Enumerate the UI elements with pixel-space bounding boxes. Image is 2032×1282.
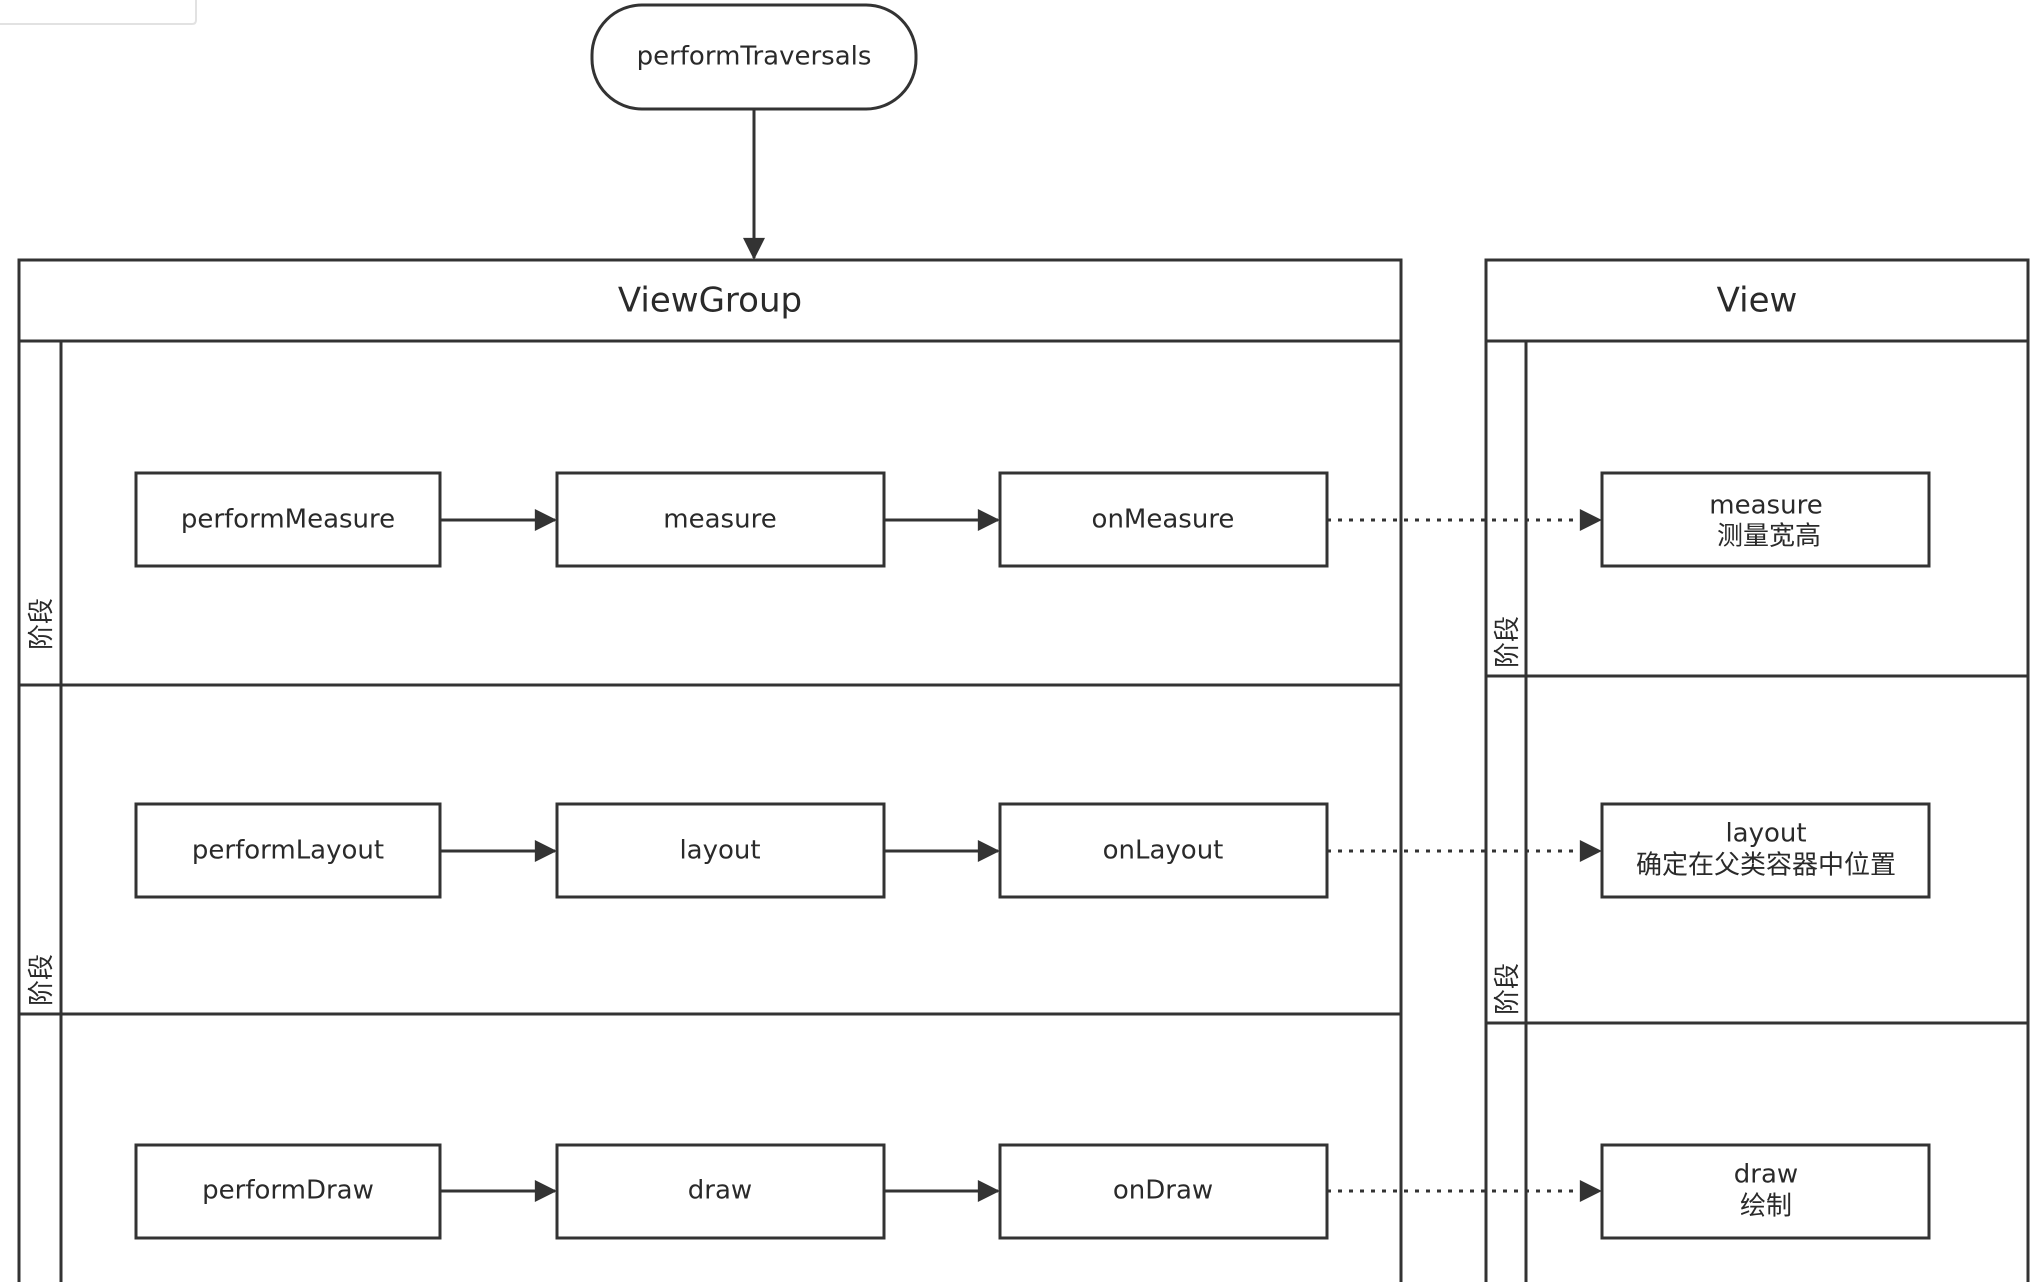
- view-pool-title: View: [1717, 281, 1798, 321]
- on-measure-node: [998, 471, 1329, 568]
- canvas-corner-fragment: [0, 0, 197, 25]
- view-lane-label: 阶段: [1493, 616, 1523, 668]
- layout-label: layout: [679, 836, 760, 866]
- start-node-label: performTraversals: [637, 42, 872, 72]
- on-draw-label: onDraw: [1113, 1176, 1213, 1206]
- view-layout-title: layout: [1725, 819, 1806, 849]
- view-pool: View 阶段 阶段: [1484, 258, 2030, 1282]
- on-measure-label: onMeasure: [1092, 505, 1235, 535]
- measure-node: [555, 471, 886, 568]
- perform-draw-node: [134, 1143, 442, 1240]
- viewgroup-pool-border: [17, 258, 1403, 1282]
- view-measure-title: measure: [1709, 491, 1822, 521]
- perform-measure-node: [134, 471, 442, 568]
- measure-row: performMeasure measure onMeasure measure…: [134, 471, 1931, 568]
- viewgroup-pool: ViewGroup 阶段 阶段: [17, 258, 1403, 1282]
- perform-layout-node: [134, 802, 442, 899]
- viewgroup-lane-label: 阶段: [27, 598, 57, 650]
- view-draw-node: [1600, 1143, 1931, 1240]
- perform-measure-label: performMeasure: [181, 505, 395, 535]
- viewgroup-lane-label: 阶段: [27, 954, 57, 1006]
- view-pool-border: [1484, 258, 2030, 1282]
- view-layout-subtitle: 确定在父类容器中位置: [1636, 851, 1896, 881]
- perform-draw-label: performDraw: [202, 1176, 374, 1206]
- perform-layout-label: performLayout: [192, 836, 384, 866]
- view-draw-subtitle: 绘制: [1740, 1192, 1792, 1222]
- view-measure-subtitle: 测量宽高: [1717, 522, 1821, 552]
- layout-row: performLayout layout onLayout layout 确定在…: [134, 802, 1931, 899]
- draw-row: performDraw draw onDraw draw 绘制: [134, 1143, 1931, 1240]
- view-layout-node: [1600, 802, 1931, 899]
- view-lane-label: 阶段: [1493, 963, 1523, 1015]
- start-node: performTraversals: [590, 3, 918, 111]
- on-draw-node: [998, 1143, 1329, 1240]
- draw-label: draw: [688, 1176, 752, 1206]
- measure-label: measure: [663, 505, 776, 535]
- view-measure-node: [1600, 471, 1931, 568]
- viewgroup-pool-title: ViewGroup: [618, 281, 802, 321]
- view-draw-title: draw: [1734, 1160, 1798, 1190]
- on-layout-label: onLayout: [1103, 836, 1224, 866]
- layout-node: [555, 802, 886, 899]
